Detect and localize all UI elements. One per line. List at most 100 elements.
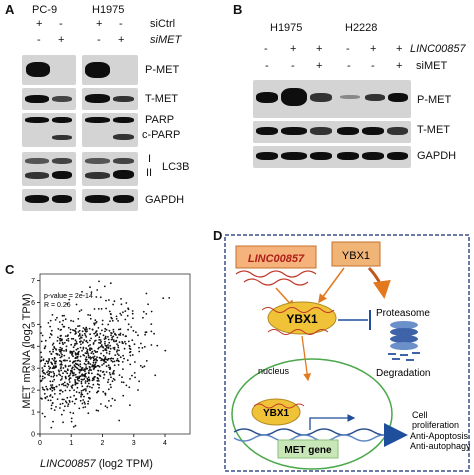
scatter-point xyxy=(81,367,84,369)
scatter-point xyxy=(64,375,67,378)
scatter-point xyxy=(64,384,67,387)
scatter-point xyxy=(100,358,103,360)
scatter-point xyxy=(87,379,89,381)
mechanism-diagram: LINC00857 YBX1 YBX1 Proteasome Degradati… xyxy=(224,234,470,472)
scatter-point xyxy=(134,361,136,363)
row-label-tmet: T-MET xyxy=(145,93,178,105)
scatter-point xyxy=(51,396,54,399)
simet-label: siMET xyxy=(150,34,182,46)
scatter-point xyxy=(104,405,107,407)
blot-a-lc3b-right xyxy=(82,152,138,186)
sign: - xyxy=(37,34,41,46)
scatter-point xyxy=(71,387,74,389)
scatter-point xyxy=(53,378,56,381)
scatter-point xyxy=(47,365,50,368)
sign: + xyxy=(396,43,403,55)
scatter-point xyxy=(138,350,141,353)
band xyxy=(25,95,49,103)
scatter-point xyxy=(57,328,60,330)
scatter-point xyxy=(104,394,107,396)
scatter-point xyxy=(85,347,87,350)
scatter-point xyxy=(61,347,63,350)
scatter-point xyxy=(115,315,118,318)
scatter-point xyxy=(103,285,106,288)
scatter-point xyxy=(111,319,114,322)
scatter-point xyxy=(76,367,79,370)
scatter-point xyxy=(41,367,44,369)
band xyxy=(25,195,49,203)
scatter-point xyxy=(51,380,54,383)
scatter-point xyxy=(153,332,155,335)
band xyxy=(337,152,359,160)
scatter-point xyxy=(85,336,88,338)
scatter-point xyxy=(67,337,70,340)
scatter-point xyxy=(72,366,74,369)
scatter-point xyxy=(131,310,134,312)
band xyxy=(113,117,134,123)
scatter-point xyxy=(102,354,105,357)
scatter-point xyxy=(69,411,72,414)
scatter-point xyxy=(62,359,65,362)
scatter-point xyxy=(145,292,148,295)
scatter-point xyxy=(80,382,83,385)
scatter-point xyxy=(49,350,51,353)
scatter-point xyxy=(118,374,121,376)
scatter-point xyxy=(118,328,120,331)
scatter-point xyxy=(104,337,107,340)
blot-b-gapdh xyxy=(253,146,411,168)
scatter-point xyxy=(88,356,90,359)
scatter-point xyxy=(93,332,96,335)
scatter-point xyxy=(108,350,111,353)
scatter-point xyxy=(89,339,91,342)
y-tick-label: 0 xyxy=(31,432,35,439)
scatter-point xyxy=(52,342,55,345)
transcription-arrow xyxy=(309,414,356,430)
scatter-point xyxy=(81,330,84,333)
scatter-point xyxy=(47,373,49,376)
scatter-point xyxy=(92,383,95,386)
scatter-point xyxy=(79,341,81,343)
nucleus xyxy=(231,358,393,470)
scatter-point xyxy=(104,342,106,345)
scatter-point xyxy=(49,325,51,328)
scatter-point xyxy=(111,336,113,339)
scatter-point xyxy=(63,325,66,328)
row-label-gapdh: GAPDH xyxy=(145,194,185,206)
scatter-point xyxy=(74,373,77,376)
scatter-point xyxy=(62,367,65,369)
scatter-point xyxy=(60,413,63,416)
scatter-point xyxy=(66,386,69,388)
scatter-point xyxy=(93,349,96,352)
scatter-point xyxy=(105,365,108,368)
scatter-point xyxy=(96,289,99,291)
scatter-point xyxy=(70,420,73,423)
proteasome-text: Proteasome xyxy=(376,308,430,319)
band xyxy=(52,195,72,203)
scatter-point xyxy=(71,384,74,387)
scatter-point xyxy=(48,367,51,370)
scatter-point xyxy=(86,367,89,370)
scatter-point xyxy=(85,356,88,359)
scatter-point xyxy=(61,323,64,326)
scatter-point xyxy=(150,344,153,346)
band xyxy=(85,195,110,203)
scatter-point xyxy=(110,376,112,379)
scatter-point xyxy=(110,359,113,362)
scatter-point xyxy=(104,327,107,330)
band xyxy=(281,152,307,160)
scatter-point xyxy=(103,373,106,376)
scatter-point xyxy=(102,390,105,393)
scatter-point xyxy=(47,322,50,324)
scatter-point xyxy=(150,330,153,333)
scatter-point xyxy=(69,350,72,353)
scatter-point xyxy=(50,375,53,378)
scatter-point xyxy=(50,407,53,410)
scatter-point xyxy=(82,354,85,356)
scatter-point xyxy=(98,336,101,339)
scatter-point xyxy=(92,357,95,360)
scatter-point xyxy=(108,372,111,374)
scatter-point xyxy=(141,366,144,369)
scatter-point xyxy=(64,365,67,368)
scatter-point xyxy=(115,318,118,320)
blot-a-gapdh-left xyxy=(22,189,76,211)
